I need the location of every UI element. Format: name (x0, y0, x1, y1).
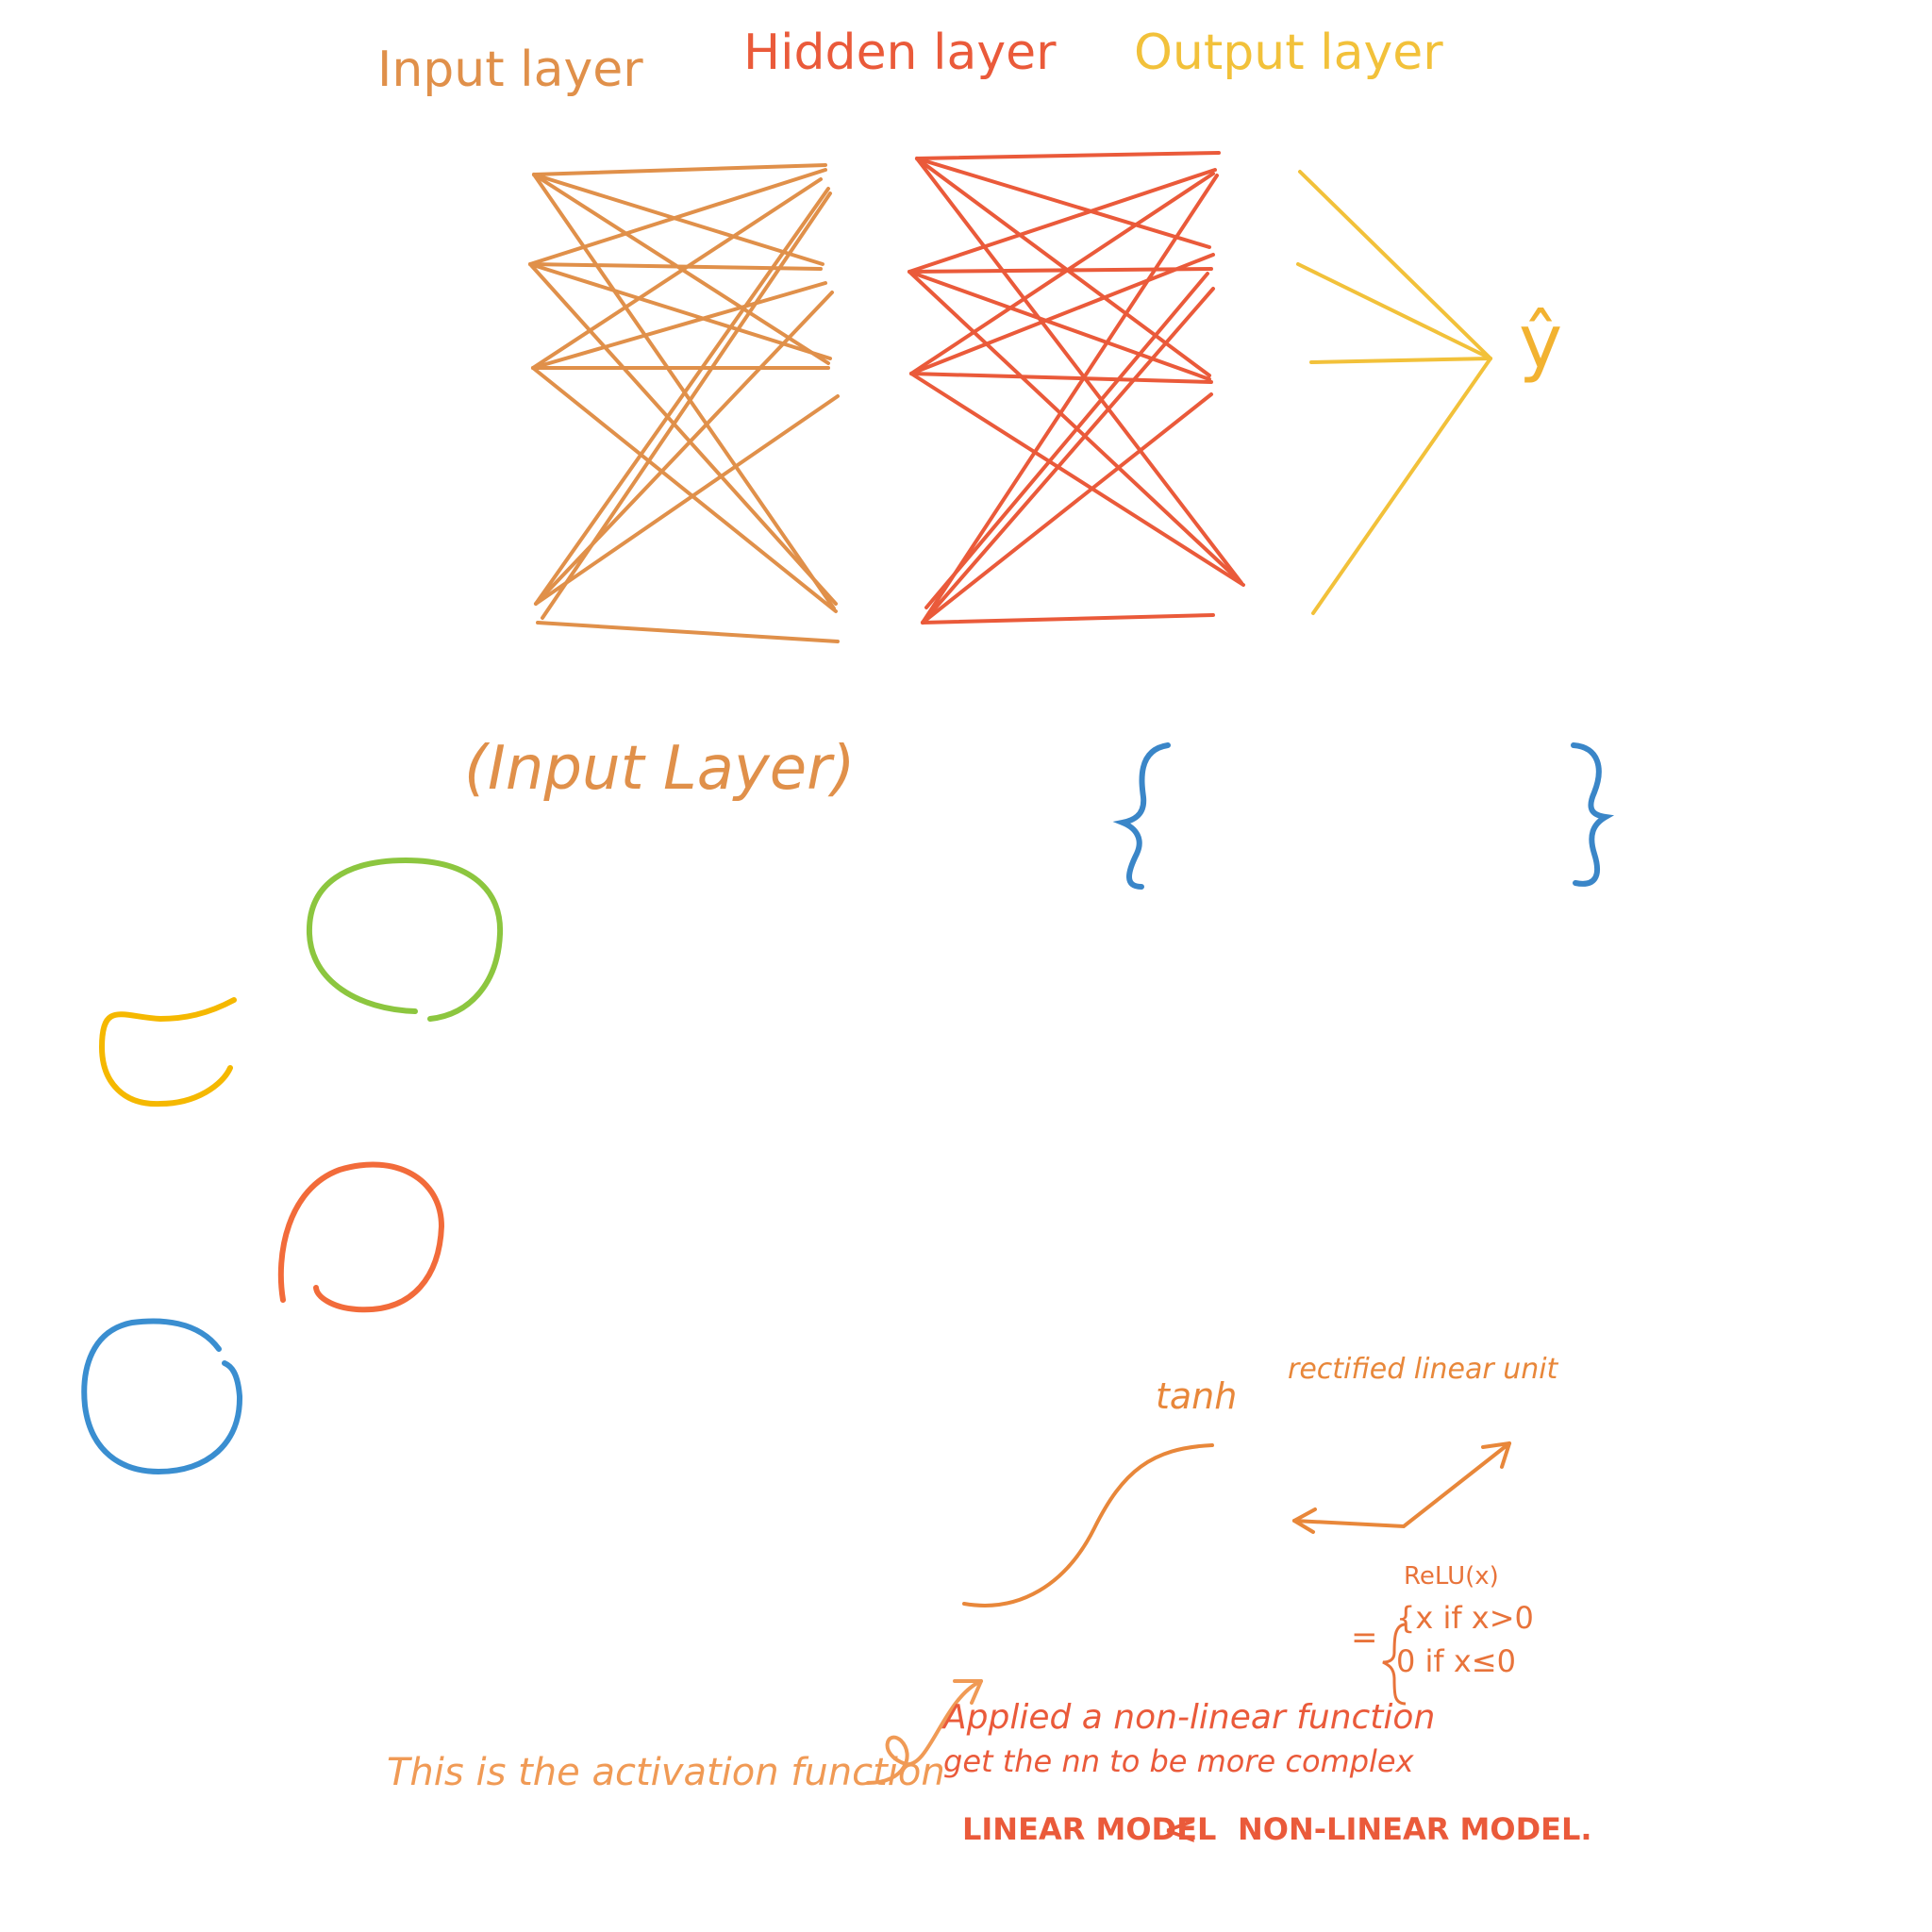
yellow-circle (98, 997, 237, 1108)
tanh-curve (962, 1443, 1214, 1607)
input-layer-annotation: (Input Layer) (464, 734, 856, 804)
nonlinear-model-label: NON-LINEAR MODEL. (1238, 1811, 1592, 1847)
relu-equals-sign: = (1351, 1619, 1378, 1657)
node-circles (81, 857, 504, 1475)
red-circle (277, 1161, 445, 1313)
input-layer-connections (528, 163, 840, 643)
hidden-layer-title: Hidden layer (743, 25, 1057, 81)
nonlinear-note-line-1: Applied a non-linear function (943, 1698, 1436, 1737)
relu-case-positive: {x if x>0 (1396, 1600, 1534, 1636)
output-layer-connections (1296, 170, 1492, 615)
green-circle (306, 857, 504, 1022)
relu-graph (1292, 1441, 1511, 1534)
blue-circle (81, 1318, 243, 1475)
activation-function-note: This is the activation function (387, 1751, 945, 1794)
left-brace (1112, 742, 1171, 890)
output-layer-title: Output layer (1134, 25, 1443, 81)
less-than-sign: < (1162, 1804, 1199, 1855)
right-brace (1571, 742, 1615, 887)
relu-formula-title: ReLU(x) (1404, 1562, 1499, 1591)
curly-braces (1112, 742, 1615, 890)
hidden-layer-connections (908, 151, 1245, 625)
tanh-label: tanh (1156, 1375, 1238, 1417)
activation-arrow (866, 1679, 983, 1785)
input-layer-title: Input layer (377, 42, 643, 98)
relu-name-label: rectified linear unit (1288, 1353, 1558, 1386)
relu-case-nonpositive: 0 if x≤0 (1396, 1643, 1516, 1679)
relu-cases-brace (1382, 1623, 1407, 1706)
nonlinear-note-line-2: get the nn to be more complex (943, 1743, 1414, 1779)
y-hat-symbol: ŷ (1519, 300, 1563, 385)
linear-model-label: LINEAR MODEL (962, 1811, 1217, 1847)
